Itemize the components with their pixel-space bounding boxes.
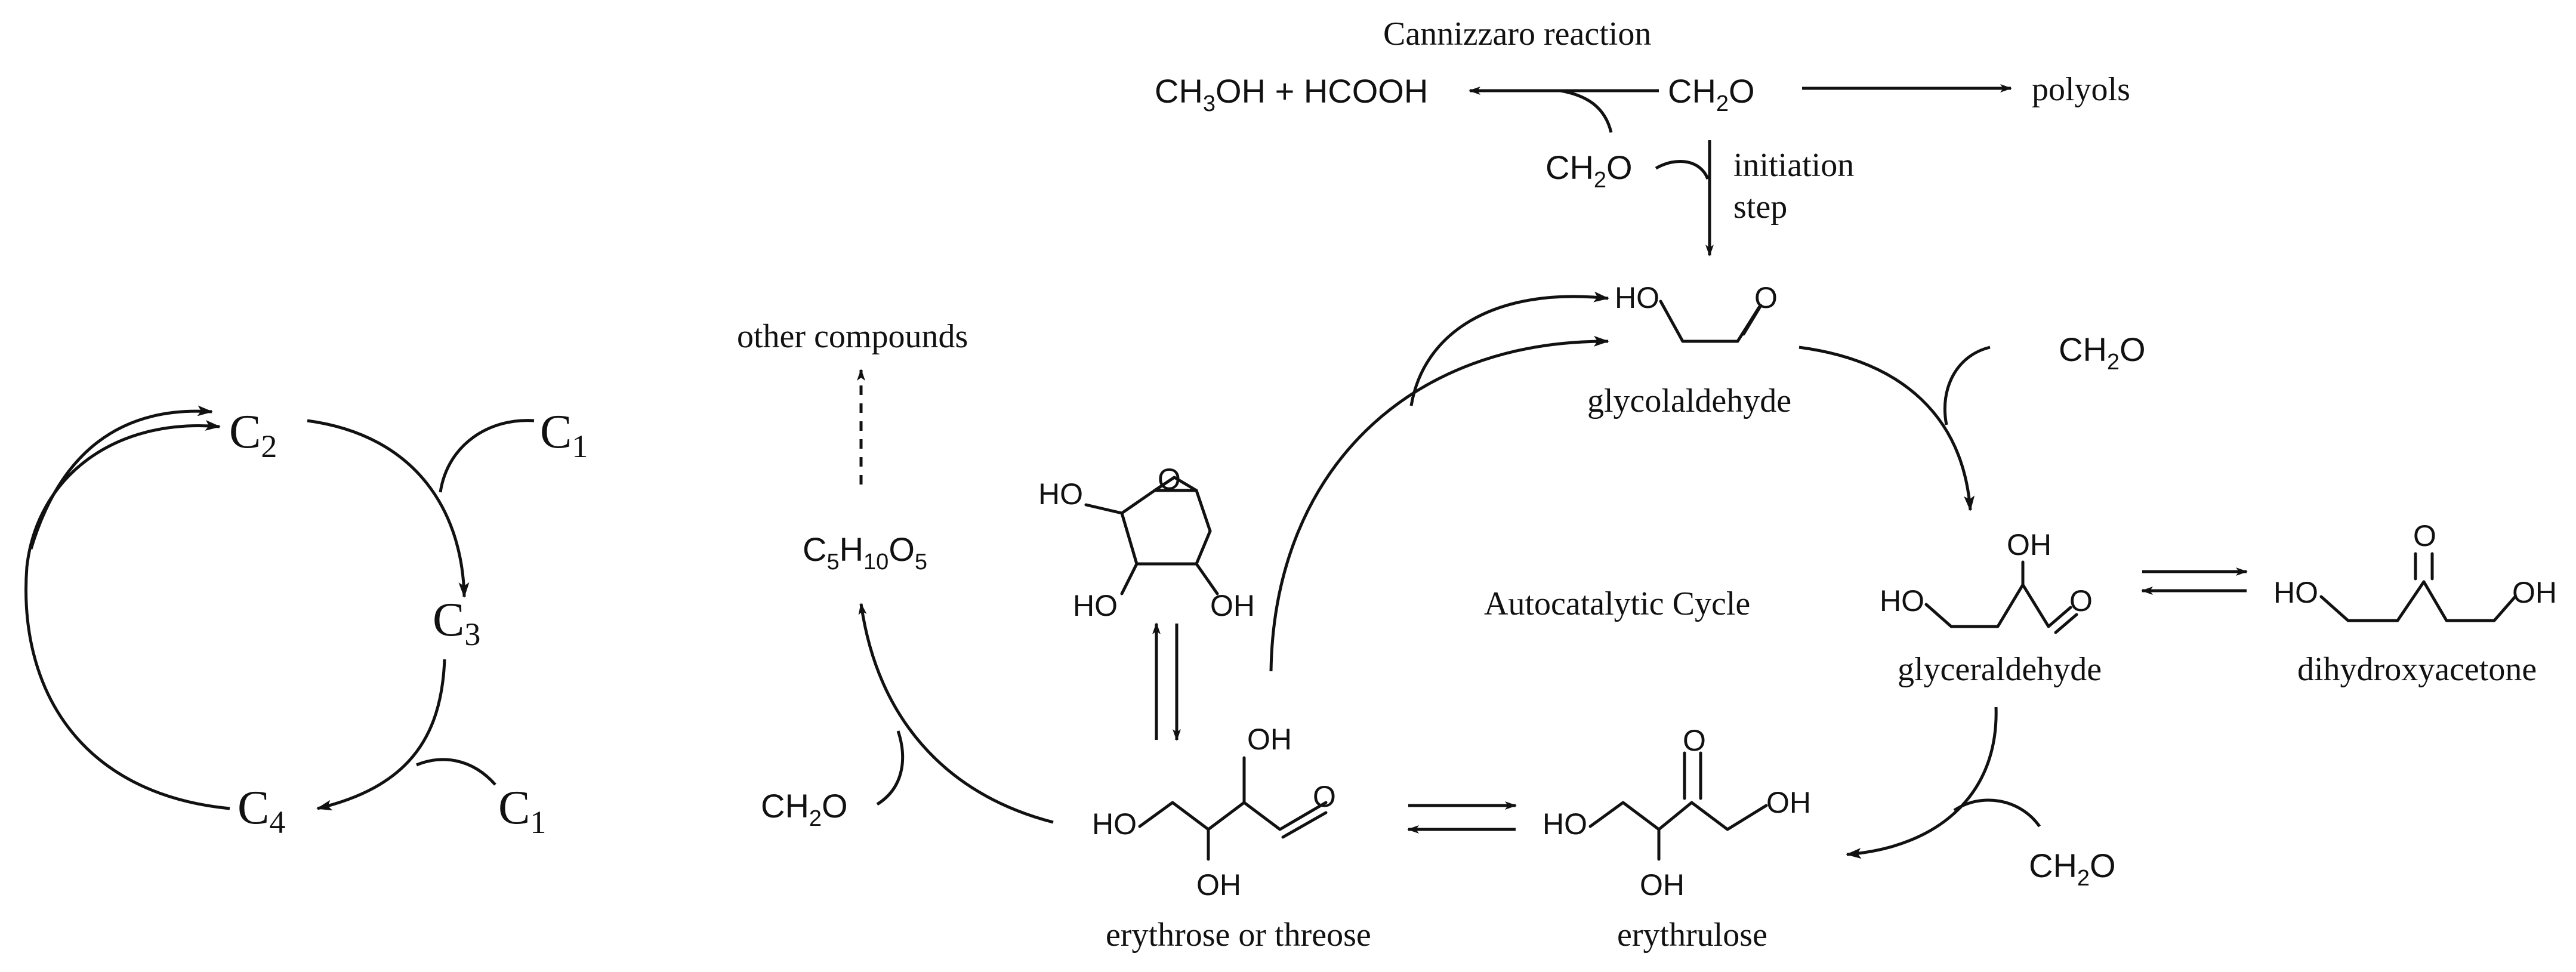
c3-label: C3 <box>433 594 480 652</box>
c4-to-c2-second-arrow <box>29 405 213 550</box>
initiation-label-line2: step <box>1733 189 1787 226</box>
furanose-substituent-bonds <box>1084 503 1219 595</box>
cannizzaro-title: Cannizzaro reaction <box>1383 16 1651 53</box>
other-compounds-label: other compounds <box>737 318 968 355</box>
c1-addition-curve-bottom <box>416 758 496 786</box>
furanose-oxygen-bonds <box>1153 476 1198 492</box>
erythrose-threose: HO O OH OH erythrose or threose <box>1092 723 1371 954</box>
methanol-formic-acid-products: CH3OH + HCOOH <box>1155 72 1428 116</box>
glycolaldehyde-ch2o-curve <box>1943 345 1991 425</box>
autocatalytic-cycle: Autocatalytic Cycle CH2O CH2O <box>1152 291 2248 891</box>
c1-addition-curve-top <box>439 419 535 493</box>
ch2o-glycolaldehyde-reagent: CH2O <box>2059 331 2146 375</box>
glycolaldehyde: HO O glycolaldehyde <box>1587 281 1791 419</box>
glyceraldehyde-o: O <box>2069 584 2093 618</box>
dihydroxyacetone-name: dihydroxyacetone <box>2297 651 2537 688</box>
erythrose-oh-bottom: OH <box>1196 868 1241 902</box>
c3-to-c4-arrow <box>316 659 446 811</box>
erythrose-ho: HO <box>1092 807 1137 841</box>
erythrulose-o: O <box>1683 724 1706 757</box>
furanose-bonds <box>1120 489 1212 533</box>
polyols-label: polyols <box>2032 71 2130 108</box>
glycolaldehyde-o: O <box>1754 281 1778 314</box>
erythrose-double-bond <box>1281 811 1328 839</box>
second-glycolaldehyde-arrow <box>1409 291 1609 406</box>
dihydroxyacetone-carbonyl <box>2414 552 2434 581</box>
dihydroxyacetone-backbone <box>2319 580 2517 622</box>
glycolaldehyde-to-glyceraldehyde-arrow <box>1798 345 1975 511</box>
initiation-ch2o-curve <box>1655 159 1710 180</box>
glyceraldehyde-backbone <box>1924 583 2072 628</box>
glyceraldehyde-ch2o-curve <box>1953 798 2041 828</box>
dihydroxyacetone-ho: HO <box>2273 576 2318 609</box>
glyceraldehyde-name: glyceraldehyde <box>1898 651 2102 688</box>
erythrulose-name: erythrulose <box>1617 917 1767 954</box>
furanose-ho-left: HO <box>1073 589 1118 622</box>
ch2o-glyceraldehyde-reagent: CH2O <box>2029 847 2116 891</box>
glyceraldehyde-ho: HO <box>1880 584 1924 618</box>
glycolaldehyde-double-bond <box>1742 304 1763 336</box>
glycolaldehyde-name: glycolaldehyde <box>1587 382 1791 419</box>
erythrose-to-glycolaldehyde-arrow <box>1269 335 1609 672</box>
furanose-o: O <box>1158 462 1181 496</box>
c2-label: C2 <box>229 406 277 464</box>
c2-to-c3-arrow <box>307 419 470 598</box>
glycolaldehyde-ho: HO <box>1615 281 1659 314</box>
erythrose-o: O <box>1313 780 1336 813</box>
c4-label: C4 <box>237 782 285 840</box>
erythrose-oh-bonds <box>1207 756 1246 861</box>
formaldehyde-main: CH2O <box>1668 72 1755 116</box>
pentose-formula: C5H10O5 <box>803 530 927 575</box>
erythrulose: HO O OH OH erythrulose <box>1542 724 1811 954</box>
autocatalytic-cycle-label: Autocatalytic Cycle <box>1484 585 1750 622</box>
erythrulose-oh-bottom: OH <box>1640 868 1685 902</box>
dihydroxyacetone-oh: OH <box>2512 576 2557 609</box>
glyceraldehyde-oh: OH <box>2007 528 2051 561</box>
glyceraldehyde-to-erythrulose-arrow <box>1846 706 1998 859</box>
cannizzaro-ch2o-curve <box>1560 89 1613 133</box>
dihydroxyacetone: HO O OH dihydroxyacetone <box>2273 519 2557 688</box>
furanose-ring: O HO HO OH <box>1038 462 1255 622</box>
glyceraldehyde-double-bond <box>2054 613 2078 634</box>
formaldehyde-side: CH2O <box>1545 149 1633 193</box>
dihydroxyacetone-o: O <box>2413 519 2436 553</box>
erythrulose-carbonyl <box>1683 751 1702 800</box>
erythrulose-ho: HO <box>1542 807 1587 841</box>
erythrose-to-pentose-arrow <box>858 603 1054 824</box>
c1-bottom-label: C1 <box>498 782 546 840</box>
glyceraldehyde: HO OH O glyceraldehyde <box>1880 528 2102 688</box>
pentose-ch2o-curve <box>876 730 905 806</box>
furanose-ho-ring: HO <box>1038 477 1083 511</box>
initiation-label-line1: initiation <box>1733 147 1854 184</box>
cannizzaro-section: Cannizzaro reaction CH3OH + HCOOH CH2O p… <box>1155 16 2130 257</box>
erythrose-oh-top: OH <box>1247 723 1292 756</box>
erythrose-name: erythrose or threose <box>1106 917 1371 954</box>
erythrose-backbone <box>1138 801 1328 831</box>
ch2o-erythrose-reagent: CH2O <box>761 787 848 831</box>
pentose-branch: C5H10O5 other compounds CH2O <box>737 318 1054 831</box>
simplified-cycle: C2 C1 C3 C4 C1 <box>24 405 588 840</box>
furanose-lower-bonds <box>1120 511 1212 566</box>
c4-to-c2-return-arrow <box>24 420 230 810</box>
erythrulose-oh-right: OH <box>1766 786 1811 819</box>
erythrulose-backbone <box>1588 801 1768 831</box>
c1-top-label: C1 <box>540 406 588 464</box>
